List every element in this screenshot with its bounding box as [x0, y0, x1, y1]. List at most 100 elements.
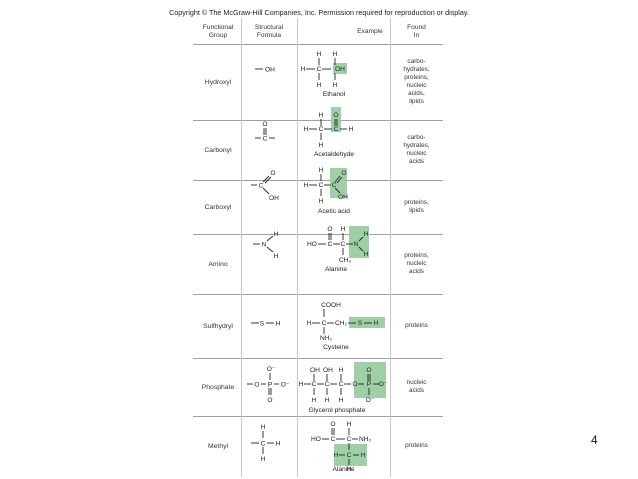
row-divider — [193, 180, 443, 181]
row-divider — [193, 358, 443, 359]
sulfhydryl-formula: S H — [251, 321, 281, 328]
svg-text:O: O — [267, 397, 272, 404]
svg-text:H: H — [341, 226, 346, 233]
chemical-structures: OH H H H C OH H H Ethanol — [247, 51, 388, 473]
svg-text:O⁻: O⁻ — [281, 382, 290, 389]
svg-text:C: C — [341, 241, 346, 248]
svg-text:H: H — [317, 51, 322, 58]
svg-text:C: C — [334, 126, 339, 133]
svg-text:O: O — [327, 226, 332, 233]
svg-text:C: C — [325, 381, 330, 388]
carboxyl-formula: C O OH — [251, 170, 279, 202]
svg-text:H: H — [276, 441, 281, 448]
svg-text:OH: OH — [265, 67, 275, 74]
acetic-acid-structure: H H C C O OH H Acetic acid — [304, 167, 351, 215]
svg-text:H: H — [299, 381, 304, 388]
group-name-carbonyl: Carbonyl — [204, 146, 232, 154]
svg-text:H: H — [304, 182, 309, 189]
svg-text:N: N — [354, 241, 359, 248]
cysteine-structure: COOH H C CH₂ S H NH₂ Cysteine — [307, 302, 385, 351]
svg-text:H: H — [347, 466, 352, 473]
phosphate-formula: O⁻ O P O⁻ O — [247, 366, 290, 404]
group-name-hydroxyl: Hydroxyl — [204, 78, 232, 86]
row-divider — [193, 234, 443, 235]
svg-text:H: H — [319, 167, 324, 174]
svg-text:H: H — [364, 231, 369, 238]
svg-text:C: C — [319, 182, 324, 189]
svg-text:OH: OH — [323, 367, 333, 374]
svg-text:H: H — [347, 421, 352, 428]
svg-text:OH: OH — [310, 367, 320, 374]
svg-text:C: C — [331, 436, 336, 443]
svg-text:H: H — [319, 198, 324, 205]
svg-text:H: H — [276, 321, 281, 328]
svg-text:H: H — [349, 126, 354, 133]
svg-text:O: O — [254, 382, 259, 389]
svg-text:O: O — [366, 367, 371, 374]
svg-text:O: O — [262, 121, 267, 128]
svg-text:C: C — [319, 126, 324, 133]
highlight-hydroxyl — [333, 63, 347, 74]
group-name-methyl: Methyl — [207, 442, 229, 450]
example-name-cysteine: Cysteine — [323, 344, 349, 351]
svg-text:H: H — [333, 82, 338, 89]
svg-text:H: H — [333, 51, 338, 58]
highlight-carbonyl — [331, 107, 341, 132]
column-divider — [390, 18, 391, 477]
found-in-sulfhydryl: proteins — [405, 322, 428, 329]
svg-text:NH₂: NH₂ — [359, 436, 372, 443]
svg-text:O: O — [330, 421, 335, 428]
row-divider — [193, 120, 443, 121]
svg-text:H: H — [319, 142, 324, 149]
group-name-sulfhydryl: Sulfhydryl — [203, 322, 233, 330]
svg-text:H: H — [374, 320, 379, 327]
svg-text:COOH: COOH — [321, 302, 341, 309]
svg-text:H: H — [364, 251, 369, 258]
example-name-ethanol: Ethanol — [323, 91, 346, 98]
row-divider — [193, 294, 443, 295]
svg-text:H: H — [261, 424, 266, 431]
example-name-glycerol-phosphate: Glycerol phosphate — [309, 407, 366, 414]
svg-text:C: C — [339, 381, 344, 388]
svg-text:H: H — [304, 126, 309, 133]
svg-text:C: C — [332, 182, 337, 189]
methyl-formula: H C H H — [251, 424, 281, 463]
svg-text:O⁻: O⁻ — [366, 397, 375, 404]
svg-text:O⁻: O⁻ — [379, 381, 388, 388]
header-example: Example — [357, 28, 383, 35]
svg-text:H: H — [317, 82, 322, 89]
svg-text:H: H — [339, 397, 344, 404]
highlight-sulfhydryl — [349, 317, 385, 328]
example-name-alanine: Alanine — [325, 266, 347, 273]
row-divider — [193, 44, 443, 45]
svg-text:H: H — [339, 367, 344, 374]
group-name-amino: Amino — [208, 260, 228, 268]
svg-text:C: C — [328, 241, 333, 248]
svg-text:P: P — [367, 381, 372, 388]
svg-text:HO: HO — [311, 436, 321, 443]
svg-text:CH₂: CH₂ — [335, 320, 348, 327]
svg-text:H: H — [274, 231, 279, 238]
svg-text:OH: OH — [269, 195, 279, 202]
svg-text:C: C — [263, 136, 268, 143]
glycerol-phosphate-structure: OH OH H H C C C O O P — [299, 362, 388, 414]
svg-text:OH: OH — [335, 66, 345, 73]
svg-text:C: C — [312, 381, 317, 388]
svg-text:H: H — [307, 320, 312, 327]
svg-text:N: N — [262, 242, 267, 249]
svg-text:O: O — [341, 170, 346, 177]
svg-text:O: O — [270, 170, 275, 177]
example-name-acetaldehyde: Acetaldehyde — [314, 151, 354, 158]
example-name-acetic-acid: Acetic acid — [318, 208, 350, 215]
alanine-amino-structure: O H HO C C N H H CH₃ Alanine — [307, 226, 369, 273]
svg-text:H: H — [319, 112, 324, 119]
found-in-methyl: proteins — [405, 442, 428, 449]
group-name-phosphate: Phosphate — [201, 383, 235, 391]
